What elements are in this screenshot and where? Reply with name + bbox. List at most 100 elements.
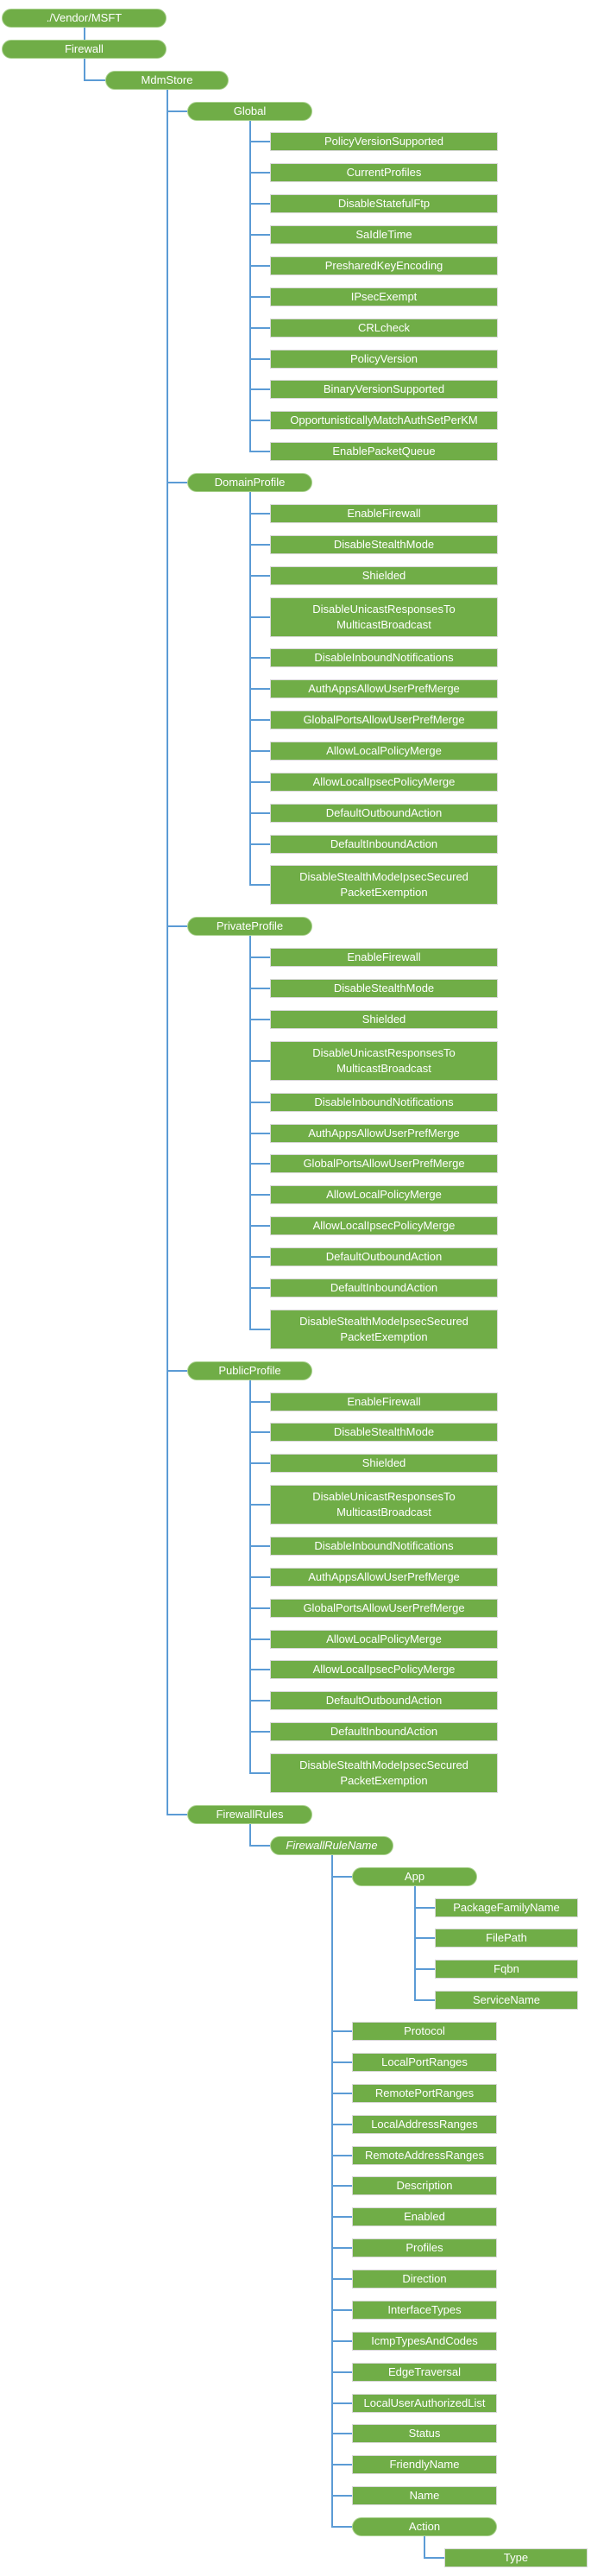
node-opportunisticallymatchauthsetperkm: OpportunisticallyMatchAuthSetPerKM [270,411,498,430]
node-authappsallowuserprefmerge: AuthAppsAllowUserPrefMerge [270,1568,498,1587]
connector-line [249,1700,270,1702]
connector-line [249,616,270,618]
connector-line [414,1999,435,2001]
connector-line [249,296,270,298]
connector-line [249,1462,270,1464]
node-globalportsallowuserprefmerge: GlobalPortsAllowUserPrefMerge [270,1599,498,1618]
node-shielded: Shielded [270,1454,498,1473]
connector-line [167,482,187,483]
node-name: Name [352,2486,497,2505]
node-allowlocalipsecpolicymerge: AllowLocalIpsecPolicyMerge [270,773,498,792]
connector-line [331,2247,352,2249]
node-edgetraversal: EdgeTraversal [352,2363,497,2382]
connector-line [249,719,270,721]
connector-line [249,1287,270,1289]
connector-line [331,2030,352,2032]
node-status: Status [352,2424,497,2443]
connector-line [331,1876,352,1878]
node-shielded: Shielded [270,1010,498,1029]
connector-line [249,1133,270,1134]
node-action: Action [352,2517,497,2536]
connector-line [249,1772,270,1774]
node-shielded: Shielded [270,566,498,585]
connector-line [249,884,270,886]
node-defaultoutboundaction: DefaultOutboundAction [270,804,498,823]
node-binaryversionsupported: BinaryVersionSupported [270,380,498,399]
node-global: Global [187,102,312,121]
connector-line [249,1329,270,1330]
connector-line [249,688,270,690]
node-enablefirewall: EnableFirewall [270,504,498,523]
node-enablepacketqueue: EnablePacketQueue [270,442,498,461]
node-disablestealthmode: DisableStealthMode [270,535,498,554]
node-enablefirewall: EnableFirewall [270,1392,498,1411]
node-publicprofile: PublicProfile [187,1361,312,1380]
connector-line [249,141,270,142]
connector-line [331,2433,352,2434]
node-disableunicastresponsesto-multicastbroadcast: DisableUnicastResponsesTo MulticastBroad… [270,1041,498,1081]
node-enablefirewall: EnableFirewall [270,948,498,967]
node-firewall: Firewall [2,40,167,59]
connector-line [249,388,270,390]
connector-line [249,327,270,329]
connector-line [249,1824,251,1847]
connector-line [84,79,105,81]
connector-line [331,2124,352,2125]
node-localportranges: LocalPortRanges [352,2053,497,2072]
node-policyversion: PolicyVersion [270,350,498,369]
connector-line [249,121,251,452]
node-disablestealthmodeipsecsecured-packetexemption: DisableStealthModeIpsecSecured PacketExe… [270,865,498,905]
connector-line [249,781,270,783]
connector-line [331,2371,352,2373]
node-disableinboundnotifications: DisableInboundNotifications [270,648,498,667]
node-servicename: ServiceName [435,1991,578,2010]
node-localaddressranges: LocalAddressRanges [352,2115,497,2134]
node-disableinboundnotifications: DisableInboundNotifications [270,1093,498,1112]
node-fqbn: Fqbn [435,1960,578,1979]
connector-line [249,1504,270,1506]
node-crlcheck: CRLcheck [270,319,498,338]
node-currentprofiles: CurrentProfiles [270,163,498,182]
node-disablestealthmodeipsecsecured-packetexemption: DisableStealthModeIpsecSecured PacketExe… [270,1753,498,1793]
node-firewallrules: FirewallRules [187,1805,312,1824]
node-friendlyname: FriendlyName [352,2455,497,2474]
node-allowlocalpolicymerge: AllowLocalPolicyMerge [270,1185,498,1204]
connector-line [424,2536,425,2559]
node-vendor-msft: ./Vendor/MSFT [2,9,167,28]
connector-line [84,28,85,40]
connector-line [249,1576,270,1578]
node-disableunicastresponsesto-multicastbroadcast: DisableUnicastResponsesTo MulticastBroad… [270,1485,498,1525]
connector-line [249,1401,270,1403]
node-allowlocalipsecpolicymerge: AllowLocalIpsecPolicyMerge [270,1216,498,1235]
node-enabled: Enabled [352,2207,497,2226]
connector-line [331,2061,352,2063]
connector-line [249,1731,270,1733]
connector-line [331,2309,352,2311]
connector-line [167,925,187,927]
connector-line [331,2155,352,2156]
node-defaultinboundaction: DefaultInboundAction [270,1279,498,1297]
node-defaultinboundaction: DefaultInboundAction [270,835,498,854]
connector-line [249,513,270,515]
node-allowlocalipsecpolicymerge: AllowLocalIpsecPolicyMerge [270,1660,498,1679]
node-app: App [352,1867,477,1886]
connector-line [249,1845,270,1847]
connector-line [167,110,187,112]
node-packagefamilyname: PackageFamilyName [435,1898,578,1917]
connector-line [249,544,270,546]
connector-line [249,265,270,267]
node-remoteaddressranges: RemoteAddressRanges [352,2146,497,2165]
connector-line [249,203,270,205]
connector-line [331,2093,352,2094]
connector-line [249,1545,270,1547]
node-authappsallowuserprefmerge: AuthAppsAllowUserPrefMerge [270,1124,498,1143]
connector-line [414,1937,435,1939]
node-type: Type [444,2548,588,2567]
connector-line [331,2278,352,2280]
connector-line [249,1019,270,1020]
connector-line [414,1968,435,1970]
node-ipsecexempt: IPsecExempt [270,287,498,306]
node-localuserauthorizedlist: LocalUserAuthorizedList [352,2394,497,2413]
connector-line [249,657,270,659]
